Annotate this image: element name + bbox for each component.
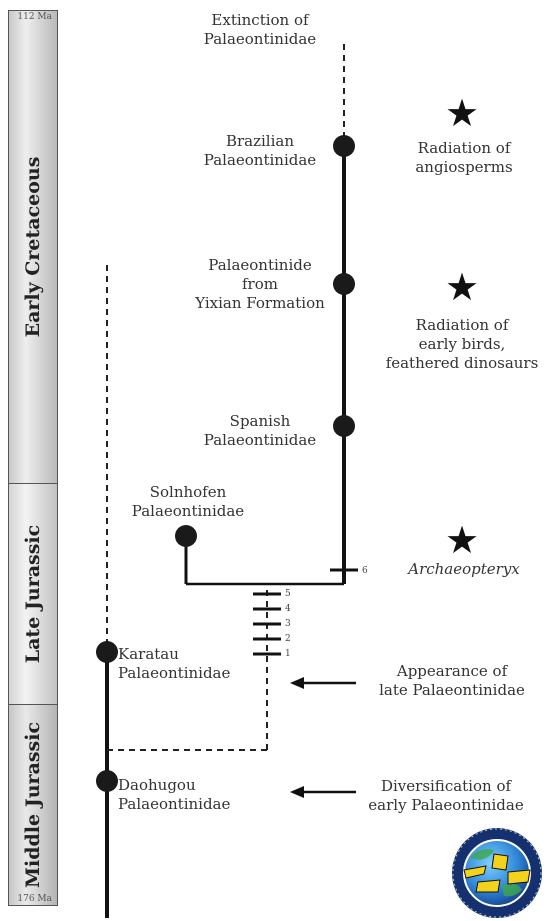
tick-label-4: 4 bbox=[285, 604, 291, 614]
label-extinction-line2: Palaeontinidae bbox=[203, 30, 317, 48]
label-angiosperms-line2: angiosperms bbox=[415, 158, 513, 176]
period-late-jurassic: Late Jurassic bbox=[8, 483, 58, 705]
label-archaeopteryx-text: Archaeopteryx bbox=[408, 560, 520, 578]
label-daohugou: Daohugou Palaeontinidae bbox=[118, 776, 244, 814]
node-brazilian bbox=[333, 135, 355, 157]
arrow-early-diversification-head bbox=[290, 786, 304, 798]
label-yixian-line2: from bbox=[242, 275, 278, 293]
tick-label-6: 6 bbox=[362, 566, 368, 576]
label-brazilian-line1: Brazilian bbox=[225, 132, 295, 150]
star-icon: ★ bbox=[445, 265, 480, 309]
tick-label-5: 5 bbox=[285, 589, 291, 599]
label-solnhofen: Solnhofen Palaeontinidae bbox=[120, 483, 256, 521]
ma-bottom-label: 176 Ma bbox=[17, 894, 52, 904]
tick-label-2: 2 bbox=[285, 634, 291, 644]
label-daohugou-line2: Palaeontinidae bbox=[118, 795, 231, 813]
label-early-diversification: Diversification of early Palaeontinidae bbox=[356, 777, 536, 815]
label-extinction: Extinction of Palaeontinidae bbox=[195, 11, 325, 49]
node-daohugou bbox=[96, 770, 118, 792]
label-karatau-line1: Karatau bbox=[118, 645, 179, 663]
label-early-birds-line1: Radiation of bbox=[415, 316, 509, 334]
label-daohugou-line1: Daohugou bbox=[118, 776, 196, 794]
label-brazilian: Brazilian Palaeontinidae bbox=[195, 132, 325, 170]
ma-top-label: 112 Ma bbox=[17, 12, 52, 22]
label-spanish-line1: Spanish bbox=[229, 412, 291, 430]
label-spanish-line2: Palaeontinidae bbox=[203, 431, 317, 449]
node-solnhofen bbox=[175, 525, 197, 547]
label-late-appearance-line1: Appearance of bbox=[396, 662, 508, 680]
label-yixian: Palaeontinide from Yixian Formation bbox=[180, 256, 340, 313]
label-spanish: Spanish Palaeontinidae bbox=[195, 412, 325, 450]
label-early-birds-line3: feathered dinosaurs bbox=[385, 354, 539, 372]
period-middle-jurassic: Middle Jurassic 176 Ma bbox=[8, 704, 58, 906]
label-early-birds-line2: early birds, bbox=[418, 335, 506, 353]
star-icon: ★ bbox=[445, 518, 480, 562]
label-karatau: Karatau Palaeontinidae bbox=[118, 645, 244, 683]
label-brazilian-line2: Palaeontinidae bbox=[203, 151, 317, 169]
label-early-diversification-line2: early Palaeontinidae bbox=[368, 796, 524, 814]
label-extinction-line1: Extinction of bbox=[211, 11, 309, 29]
label-late-appearance: Appearance of late Palaeontinidae bbox=[362, 662, 542, 700]
label-yixian-line3: Yixian Formation bbox=[195, 294, 325, 312]
label-yixian-line1: Palaeontinide bbox=[208, 256, 312, 274]
label-early-birds: Radiation of early birds, feathered dino… bbox=[376, 316, 548, 373]
label-early-diversification-line1: Diversification of bbox=[380, 777, 512, 795]
label-solnhofen-line1: Solnhofen bbox=[149, 483, 227, 501]
tick-label-1: 1 bbox=[285, 649, 291, 659]
mysterious-earth-logo bbox=[452, 828, 542, 918]
star-icon: ★ bbox=[445, 91, 480, 135]
label-angiosperms-line1: Radiation of bbox=[417, 139, 511, 157]
label-solnhofen-line2: Palaeontinidae bbox=[131, 502, 245, 520]
label-karatau-line2: Palaeontinidae bbox=[118, 664, 231, 682]
arrow-late-appearance-head bbox=[290, 677, 304, 689]
node-yixian bbox=[333, 273, 355, 295]
label-angiosperms: Radiation of angiosperms bbox=[396, 139, 532, 177]
node-karatau bbox=[96, 641, 118, 663]
label-archaeopteryx: Archaeopteryx bbox=[396, 560, 532, 579]
node-spanish bbox=[333, 415, 355, 437]
tick-label-3: 3 bbox=[285, 619, 291, 629]
period-early-cretaceous: 112 Ma Early Cretaceous bbox=[8, 10, 58, 484]
label-late-appearance-line2: late Palaeontinidae bbox=[379, 681, 525, 699]
